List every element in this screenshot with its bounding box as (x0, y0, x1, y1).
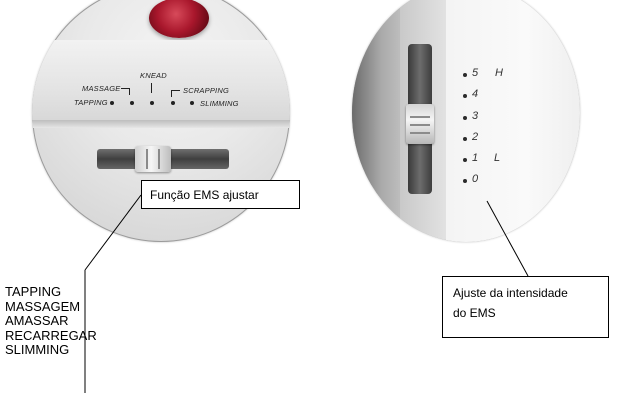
control-panel-plate (32, 40, 290, 120)
knob-ridge (158, 149, 160, 169)
callout-ems-function-text: Função EMS ajustar (150, 188, 259, 202)
level-1: 1 (472, 152, 479, 164)
device-intensity-closeup: 5 H 4 3 2 1 L 0 (352, 0, 580, 242)
callout-intensity-line2: do EMS (453, 306, 496, 320)
label-knead: KNEAD (140, 71, 167, 80)
red-indicator-lens (149, 0, 209, 38)
mode-list-item: TAPPING (5, 284, 62, 299)
label-slimming: SLIMMING (200, 99, 239, 108)
mode-dot-4 (171, 101, 175, 105)
bracket-knead (151, 83, 152, 93)
callout-intensity: Ajuste da intensidade do EMS (442, 276, 609, 338)
device-side-light (446, 0, 580, 242)
mode-dot-3 (150, 101, 154, 105)
mode-dot-1 (110, 101, 114, 105)
label-scrapping: SCRAPPING (183, 86, 229, 95)
level-5: 5 (472, 67, 479, 79)
mode-list-item: AMASSAR (5, 313, 69, 329)
label-tapping: TAPPING (74, 98, 108, 107)
level-dot-4 (463, 94, 467, 98)
level-dot-1 (463, 158, 467, 162)
bracket-massage (121, 88, 130, 95)
mode-list: TAPPING MASSAGEM AMASSAR RECARREGAR SLIM… (5, 284, 97, 358)
level-4: 4 (472, 88, 479, 100)
label-massage: MASSAGE (82, 84, 121, 93)
mode-list-item: RECARREGAR (5, 327, 97, 343)
level-3: 3 (472, 110, 479, 122)
callout-intensity-line1: Ajuste da intensidade (453, 286, 568, 300)
level-0: 0 (472, 173, 479, 185)
mode-dot-5 (190, 101, 194, 105)
level-dot-0 (463, 179, 467, 183)
panel-edge (32, 120, 290, 128)
level-dot-5 (463, 73, 467, 77)
bracket-scrapping (171, 90, 180, 97)
mode-list-item: SLIMMING (5, 342, 70, 358)
mode-slider-knob[interactable] (135, 146, 171, 172)
leader-line-ems (84, 194, 142, 271)
knob-ridge (410, 116, 430, 118)
level-low-label: L (494, 152, 501, 164)
leader-line-intensity (486, 200, 529, 277)
knob-ridge (146, 149, 148, 169)
intensity-slider-knob[interactable] (406, 104, 434, 144)
level-dot-3 (463, 116, 467, 120)
knob-ridge (410, 124, 430, 126)
mode-list-item: MASSAGEM (5, 298, 81, 314)
knob-ridge (410, 132, 430, 134)
level-dot-2 (463, 137, 467, 141)
mode-dot-2 (130, 101, 134, 105)
device-side-dark (352, 0, 400, 242)
level-high-label: H (495, 67, 503, 79)
level-2: 2 (472, 131, 479, 143)
callout-ems-function: Função EMS ajustar (141, 180, 300, 209)
